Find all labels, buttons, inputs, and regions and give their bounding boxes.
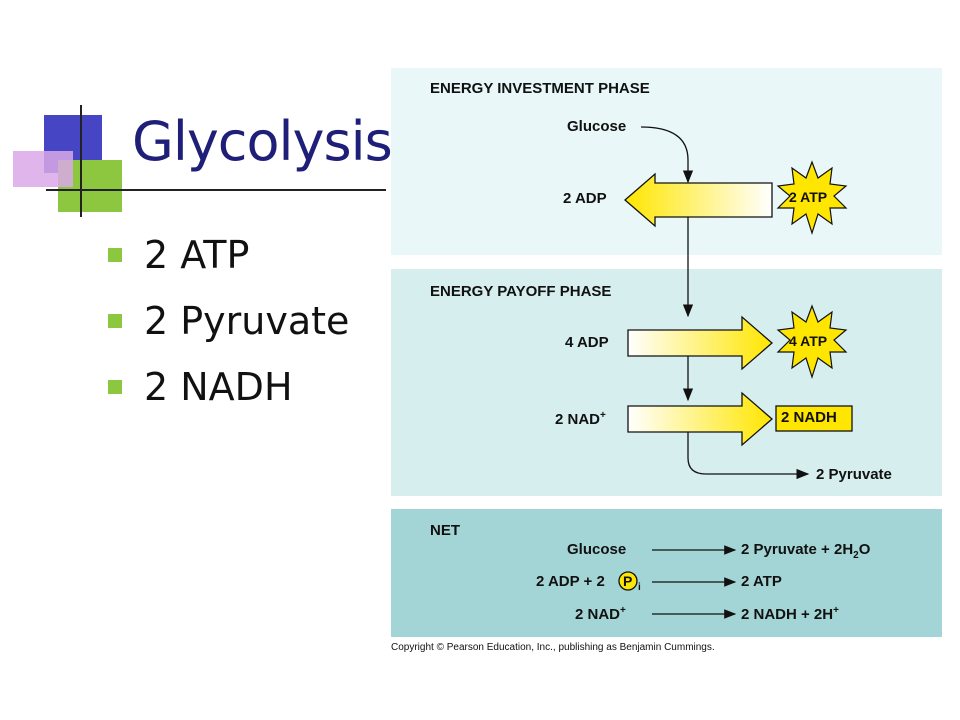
net-pyruvate-water: 2 Pyruvate + 2H2O — [741, 541, 870, 561]
nad-label: 2 NAD+ — [555, 410, 606, 428]
payoff-adp-label: 4 ADP — [565, 334, 609, 351]
nad-superscript: + — [600, 410, 606, 421]
net-pyruvate-text: 2 Pyruvate + 2H — [741, 541, 854, 558]
net-water-tail: O — [858, 541, 871, 558]
bullet-square-icon — [108, 380, 122, 394]
phosphate-circle-icon — [618, 571, 638, 591]
bullet-item: 2 ATP — [108, 222, 349, 288]
net-nad-label: 2 NAD+ — [575, 605, 626, 623]
pyruvate-flow-arrow — [687, 432, 810, 480]
payoff-heading: ENERGY PAYOFF PHASE — [430, 283, 612, 300]
net-nadh-label: 2 NADH + 2H+ — [741, 605, 839, 623]
phosphate-i-label: i — [638, 582, 641, 593]
atp-burst-icon-2 — [776, 304, 848, 379]
net-water-subscript: 2 — [853, 550, 859, 561]
atp-burst-icon — [776, 160, 848, 235]
phosphate-p-label: P — [623, 573, 633, 589]
bullet-text: 2 Pyruvate — [144, 299, 350, 343]
adp-arrow — [624, 172, 773, 228]
bullet-item: 2 Pyruvate — [108, 288, 349, 354]
glucose-label: Glucose — [567, 118, 627, 135]
atp-burst-label: 2 ATP — [789, 189, 828, 205]
bullet-item: 2 NADH — [108, 354, 349, 420]
bullet-text: 2 ATP — [144, 233, 250, 277]
net-heading: NET — [430, 522, 460, 539]
pyruvate-label: 2 Pyruvate — [816, 466, 892, 483]
bullet-list: 2 ATP 2 Pyruvate 2 NADH — [108, 222, 349, 420]
net-adp-label: 2 ADP + 2 — [536, 573, 605, 590]
slide-title: Glycolysis — [132, 110, 393, 173]
net-nadh-text: 2 NADH + 2H — [741, 606, 834, 623]
nadh-label: 2 NADH — [781, 409, 837, 426]
decor-square-pink — [13, 151, 73, 187]
net-glucose-label: Glucose — [567, 541, 627, 558]
copyright-text: Copyright © Pearson Education, Inc., pub… — [391, 642, 715, 653]
payoff-nad-arrow — [627, 391, 773, 447]
atp-burst-label-2: 4 ATP — [789, 333, 828, 349]
nad-text: 2 NAD — [555, 411, 601, 428]
nadh-box — [775, 405, 853, 432]
net-nad-superscript: + — [620, 605, 626, 616]
decor-horizontal-line — [46, 189, 386, 191]
bullet-square-icon — [108, 248, 122, 262]
payoff-adp-arrow — [627, 315, 773, 371]
decor-vertical-line — [80, 105, 82, 217]
glucose-flow-arrow — [640, 126, 694, 184]
payoff-phase-panel — [391, 269, 942, 496]
bullet-text: 2 NADH — [144, 365, 293, 409]
adp-label: 2 ADP — [563, 190, 607, 207]
investment-phase-panel — [391, 68, 942, 255]
net-atp-label: 2 ATP — [741, 573, 782, 590]
net-proton-superscript: + — [833, 605, 839, 616]
net-nad-text: 2 NAD — [575, 606, 621, 623]
bullet-square-icon — [108, 314, 122, 328]
net-panel — [391, 509, 942, 637]
investment-heading: ENERGY INVESTMENT PHASE — [430, 80, 650, 97]
